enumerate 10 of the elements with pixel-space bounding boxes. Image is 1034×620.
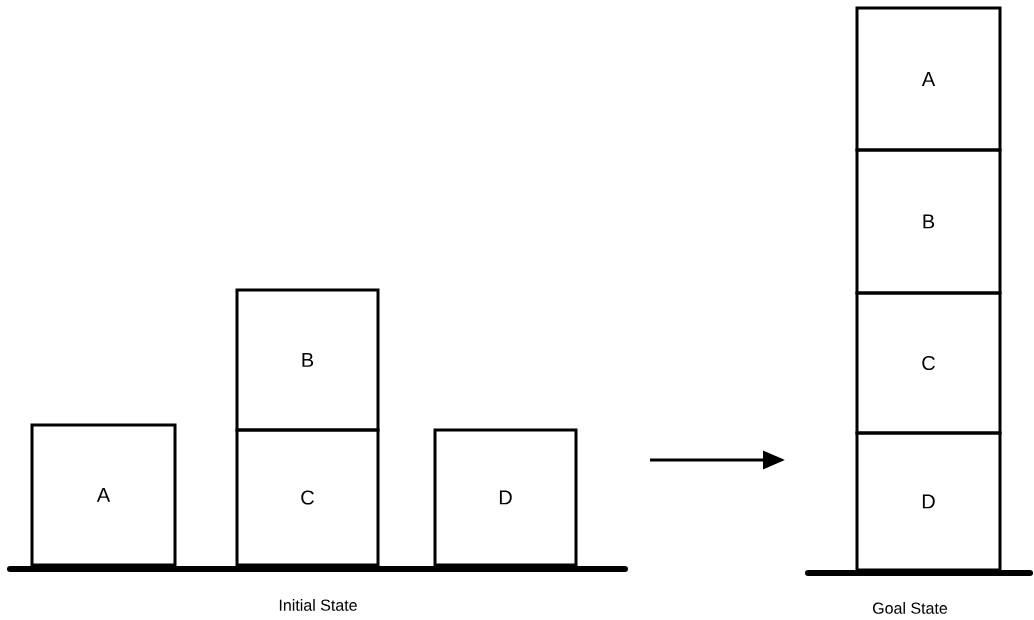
- state-caption: Initial State: [279, 599, 357, 611]
- block-box: B: [855, 148, 1002, 295]
- block-box: D: [433, 428, 578, 567]
- block-box: C: [235, 428, 380, 567]
- block-box: D: [855, 431, 1002, 572]
- block-box: B: [235, 288, 380, 432]
- state-caption: Goal State: [873, 602, 948, 614]
- block-box: A: [855, 6, 1002, 152]
- block-box: A: [30, 423, 177, 567]
- block-box: C: [855, 291, 1002, 435]
